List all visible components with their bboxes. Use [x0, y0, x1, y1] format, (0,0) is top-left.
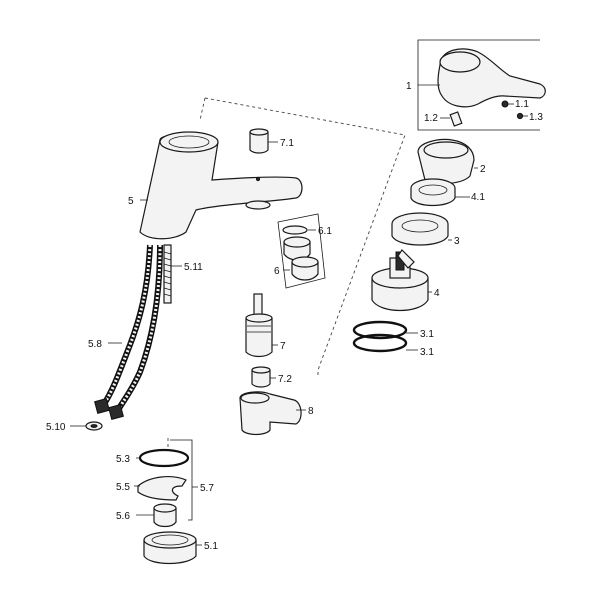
- mounting-nut: [153, 508, 177, 528]
- mounting-set: [134, 438, 202, 565]
- screw-1-1: [501, 100, 509, 108]
- o-rings: [352, 320, 418, 353]
- label-part-1-1: 1.1: [515, 99, 529, 110]
- label-part-5-7: 5.7: [200, 483, 214, 494]
- label-part-5-8: 5.8: [88, 339, 102, 350]
- label-part-5-5: 5.5: [116, 482, 130, 493]
- threaded-rod: [163, 244, 182, 304]
- label-part-5-6: 5.6: [116, 511, 130, 522]
- label-part-6-1: 6.1: [318, 226, 332, 237]
- lever-handle-top: [439, 51, 481, 73]
- label-part-2: 2: [480, 164, 486, 175]
- flexible-hoses: [94, 244, 163, 420]
- pop-up-valve: [245, 293, 278, 358]
- label-part-3: 3: [454, 236, 460, 247]
- aerator-housing: [249, 128, 278, 154]
- label-part-1-2: 1.2: [424, 113, 438, 124]
- label-part-7-1: 7.1: [280, 138, 294, 149]
- stop-ring: [410, 178, 470, 207]
- label-part-7-2: 7.2: [278, 374, 292, 385]
- label-part-3-1-lower: 3.1: [420, 347, 434, 358]
- label-part-5-11: 5.11: [184, 262, 203, 273]
- valve-insert: [251, 366, 276, 388]
- label-part-4: 4: [434, 288, 440, 299]
- label-part-6: 6: [274, 266, 280, 277]
- label-part-1: 1: [406, 81, 412, 92]
- label-part-5-10: 5.10: [46, 422, 66, 433]
- cover-cap: [417, 138, 478, 185]
- body-group-outline: [199, 97, 206, 121]
- label-part-5: 5: [128, 196, 134, 207]
- label-part-7: 7: [280, 341, 286, 352]
- label-part-4-1: 4.1: [471, 192, 485, 203]
- lever-handle-group: [417, 39, 546, 131]
- screw-1-3: [516, 112, 524, 120]
- mounting-plate: [137, 476, 187, 501]
- cartridge-group-outline: [204, 97, 406, 378]
- screw-1-2: [449, 111, 463, 127]
- label-part-8: 8: [308, 406, 314, 417]
- label-part-5-3: 5.3: [116, 454, 130, 465]
- label-part-1-3: 1.3: [529, 112, 543, 123]
- mounting-gasket: [138, 448, 190, 468]
- label-part-3-1-upper: 3.1: [420, 329, 434, 340]
- label-part-5-1: 5.1: [204, 541, 218, 552]
- aerator-insert-group: [277, 213, 326, 289]
- o-ring-lower: [352, 333, 408, 353]
- o-ring-upper: [352, 320, 408, 340]
- cartridge: [371, 249, 432, 311]
- cap-nut: [391, 212, 452, 246]
- washer: [70, 421, 103, 431]
- faucet-body: [139, 131, 303, 240]
- drain-connector: [239, 391, 306, 436]
